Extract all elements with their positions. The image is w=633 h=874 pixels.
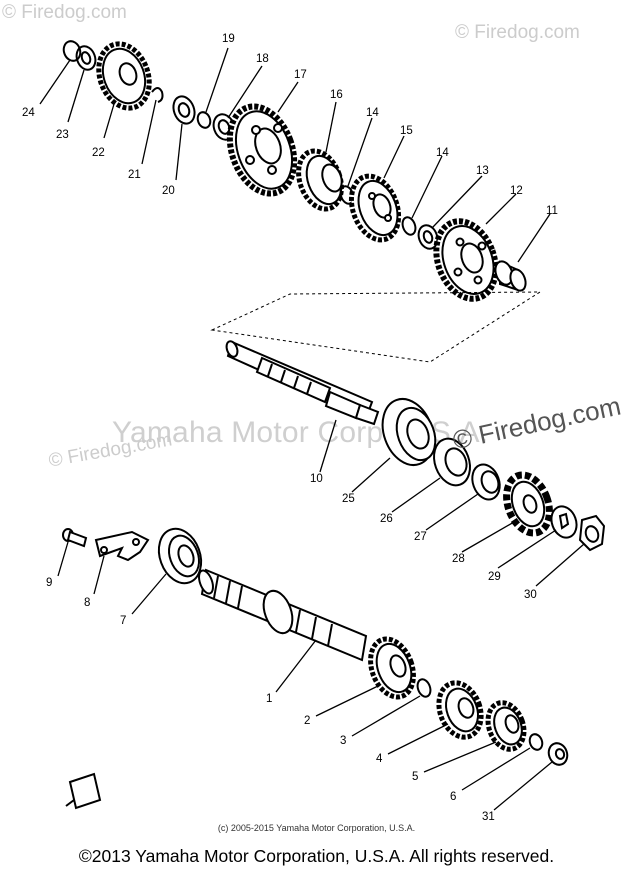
part-number-labels: 24 23 22 21 20 19 18 17 16 14 15 14 13 1…	[22, 33, 558, 823]
part-5-gear	[485, 700, 527, 752]
firedog-watermark-top: © Firedog.com	[455, 22, 580, 43]
assembly-outline	[210, 291, 542, 363]
part-17-gear	[226, 103, 298, 197]
label-17: 17	[294, 69, 307, 81]
label-22: 22	[92, 147, 105, 159]
label-26: 26	[380, 513, 393, 525]
label-28: 28	[452, 553, 465, 565]
firedog-watermark-topleft: © Firedog.com	[2, 2, 127, 23]
label-24: 24	[22, 107, 35, 119]
part-1-drive-shaft	[198, 568, 368, 662]
label-4: 4	[376, 753, 383, 765]
part-6-washer	[528, 733, 544, 751]
small-copyright: (c) 2005-2015 Yamaha Motor Corporation, …	[217, 823, 416, 833]
label-23: 23	[56, 129, 69, 141]
part-3-circlip	[416, 678, 432, 698]
label-7: 7	[120, 615, 126, 627]
diagram-logo-mark	[65, 772, 102, 810]
label-14a: 14	[366, 107, 379, 119]
label-20: 20	[162, 185, 175, 197]
part-22-gear	[96, 41, 152, 111]
label-13: 13	[476, 165, 489, 177]
label-14b: 14	[436, 147, 449, 159]
part-31-collar	[547, 742, 569, 766]
part-16-gear	[296, 148, 344, 212]
part-7-bearing	[157, 527, 203, 585]
label-12: 12	[510, 185, 523, 197]
part-10-main-shaft	[225, 340, 380, 426]
label-9: 9	[46, 577, 52, 589]
part-28-sprocket	[503, 471, 553, 537]
part-12-gear	[433, 218, 499, 302]
label-27: 27	[414, 531, 427, 543]
part-15-gear	[348, 173, 402, 243]
part-25-bearing	[381, 398, 437, 466]
label-2: 2	[304, 715, 310, 727]
part-13-washer	[417, 224, 439, 250]
part-9-bolt	[62, 528, 88, 548]
label-11: 11	[546, 205, 558, 217]
leader-lines	[39, 47, 585, 811]
part-21-clip	[151, 87, 164, 103]
copyright-notice: ©2013 Yamaha Motor Corporation, U.S.A. A…	[78, 846, 555, 866]
part-4-gear	[436, 680, 484, 740]
label-25: 25	[342, 493, 355, 505]
label-1: 1	[266, 693, 272, 705]
label-21: 21	[128, 169, 141, 181]
label-10: 10	[310, 473, 323, 485]
label-8: 8	[84, 597, 90, 609]
part-24-circlip	[62, 40, 82, 62]
part-14-circlip-2	[401, 216, 417, 236]
label-3: 3	[340, 735, 346, 747]
part-19-circlip	[196, 111, 212, 129]
part-11-bushing	[494, 260, 527, 292]
part-2-gear	[368, 636, 416, 700]
part-29-lock-washer	[550, 505, 578, 539]
label-6: 6	[450, 791, 456, 803]
part-8-bracket	[94, 530, 150, 562]
label-30: 30	[524, 589, 537, 601]
part-30-nut	[578, 514, 606, 552]
label-19: 19	[222, 33, 235, 45]
label-31: 31	[482, 811, 495, 823]
label-29: 29	[488, 571, 501, 583]
part-20-washer	[172, 95, 196, 125]
part-27-collar	[471, 463, 501, 501]
label-5: 5	[412, 771, 418, 783]
part-26-seal	[433, 437, 471, 487]
label-18: 18	[256, 53, 269, 65]
label-15: 15	[400, 125, 413, 137]
label-16: 16	[330, 89, 343, 101]
part-23-washer	[75, 45, 97, 71]
